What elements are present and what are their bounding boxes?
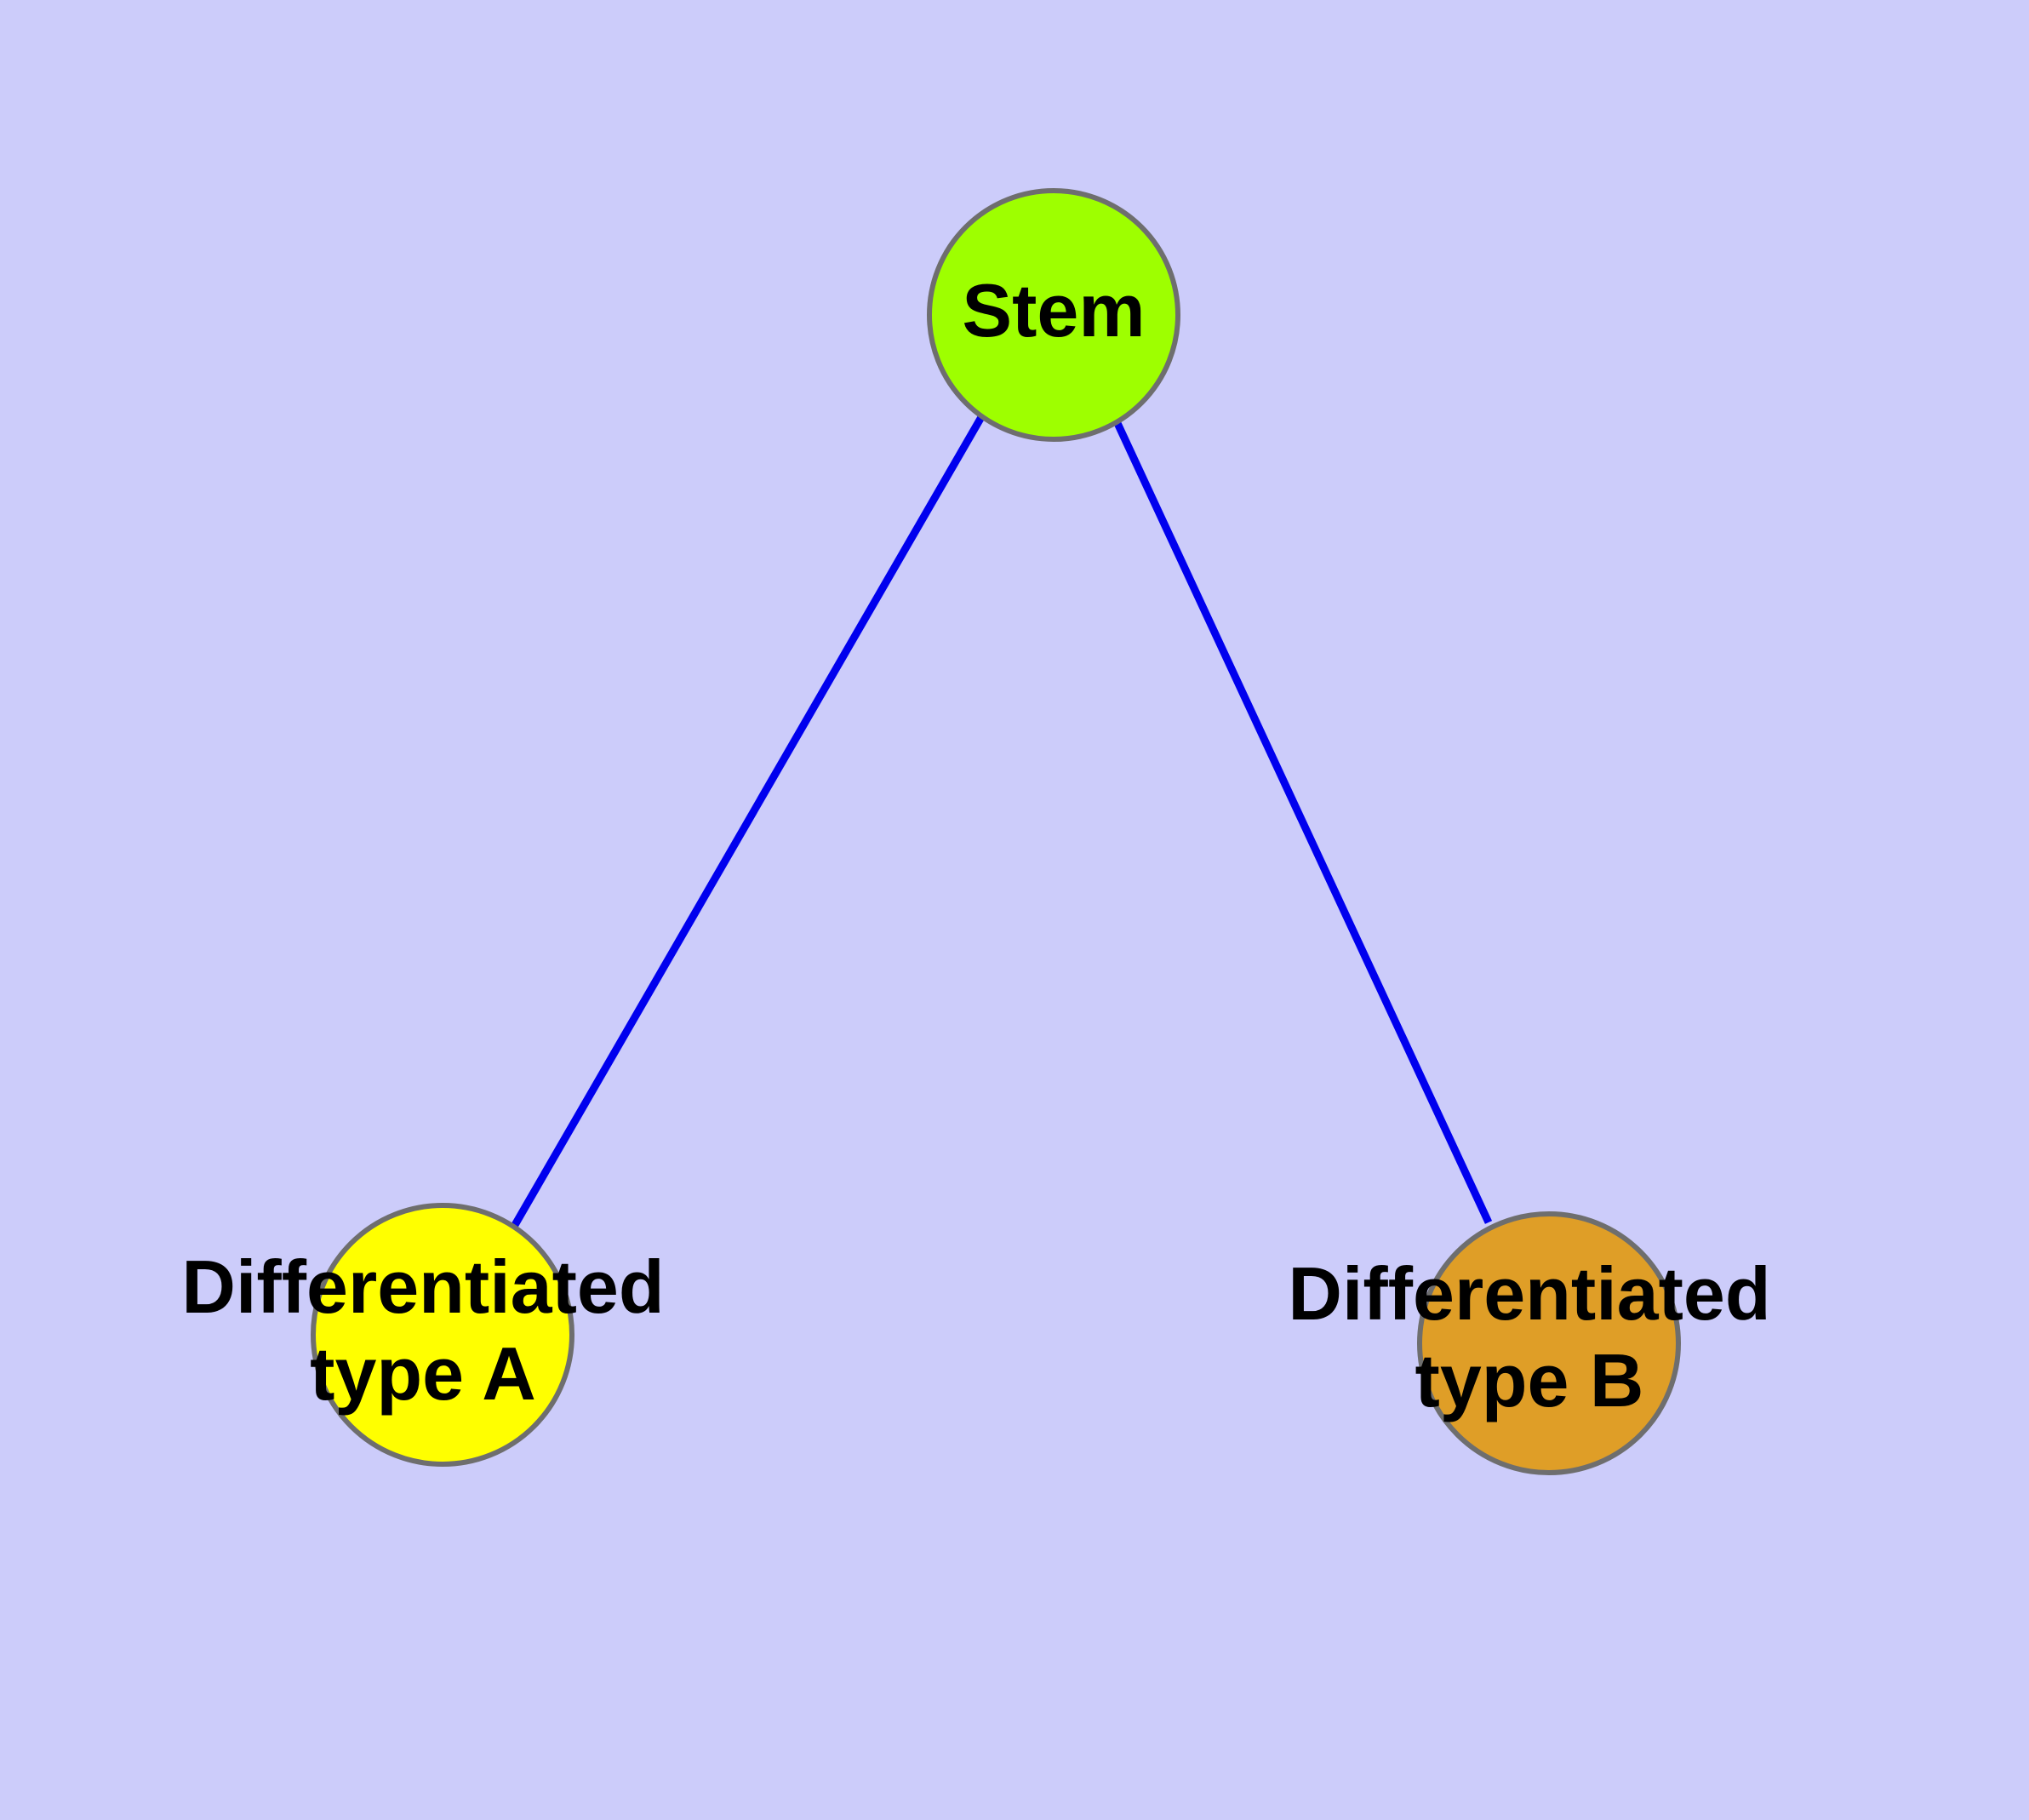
node-label-stem: Stem (962, 268, 1145, 352)
node-label-line: Stem (962, 268, 1145, 352)
node-label-line: Differentiated (1288, 1251, 1770, 1336)
edges-group (512, 415, 1493, 1228)
node-label-line: Differentiated (181, 1245, 664, 1329)
edge-stem-to-diff-b (1112, 420, 1493, 1224)
node-circle-diff_b[interactable] (1417, 1211, 1681, 1475)
node-stem[interactable]: Stem (927, 188, 1180, 442)
node-label-line: type A (310, 1331, 536, 1416)
node-circle-stem[interactable] (927, 188, 1180, 442)
edge-stem-to-diff-a (512, 415, 985, 1228)
node-circle-diff_a[interactable] (311, 1203, 574, 1467)
node-label-line: type B (1415, 1338, 1644, 1422)
